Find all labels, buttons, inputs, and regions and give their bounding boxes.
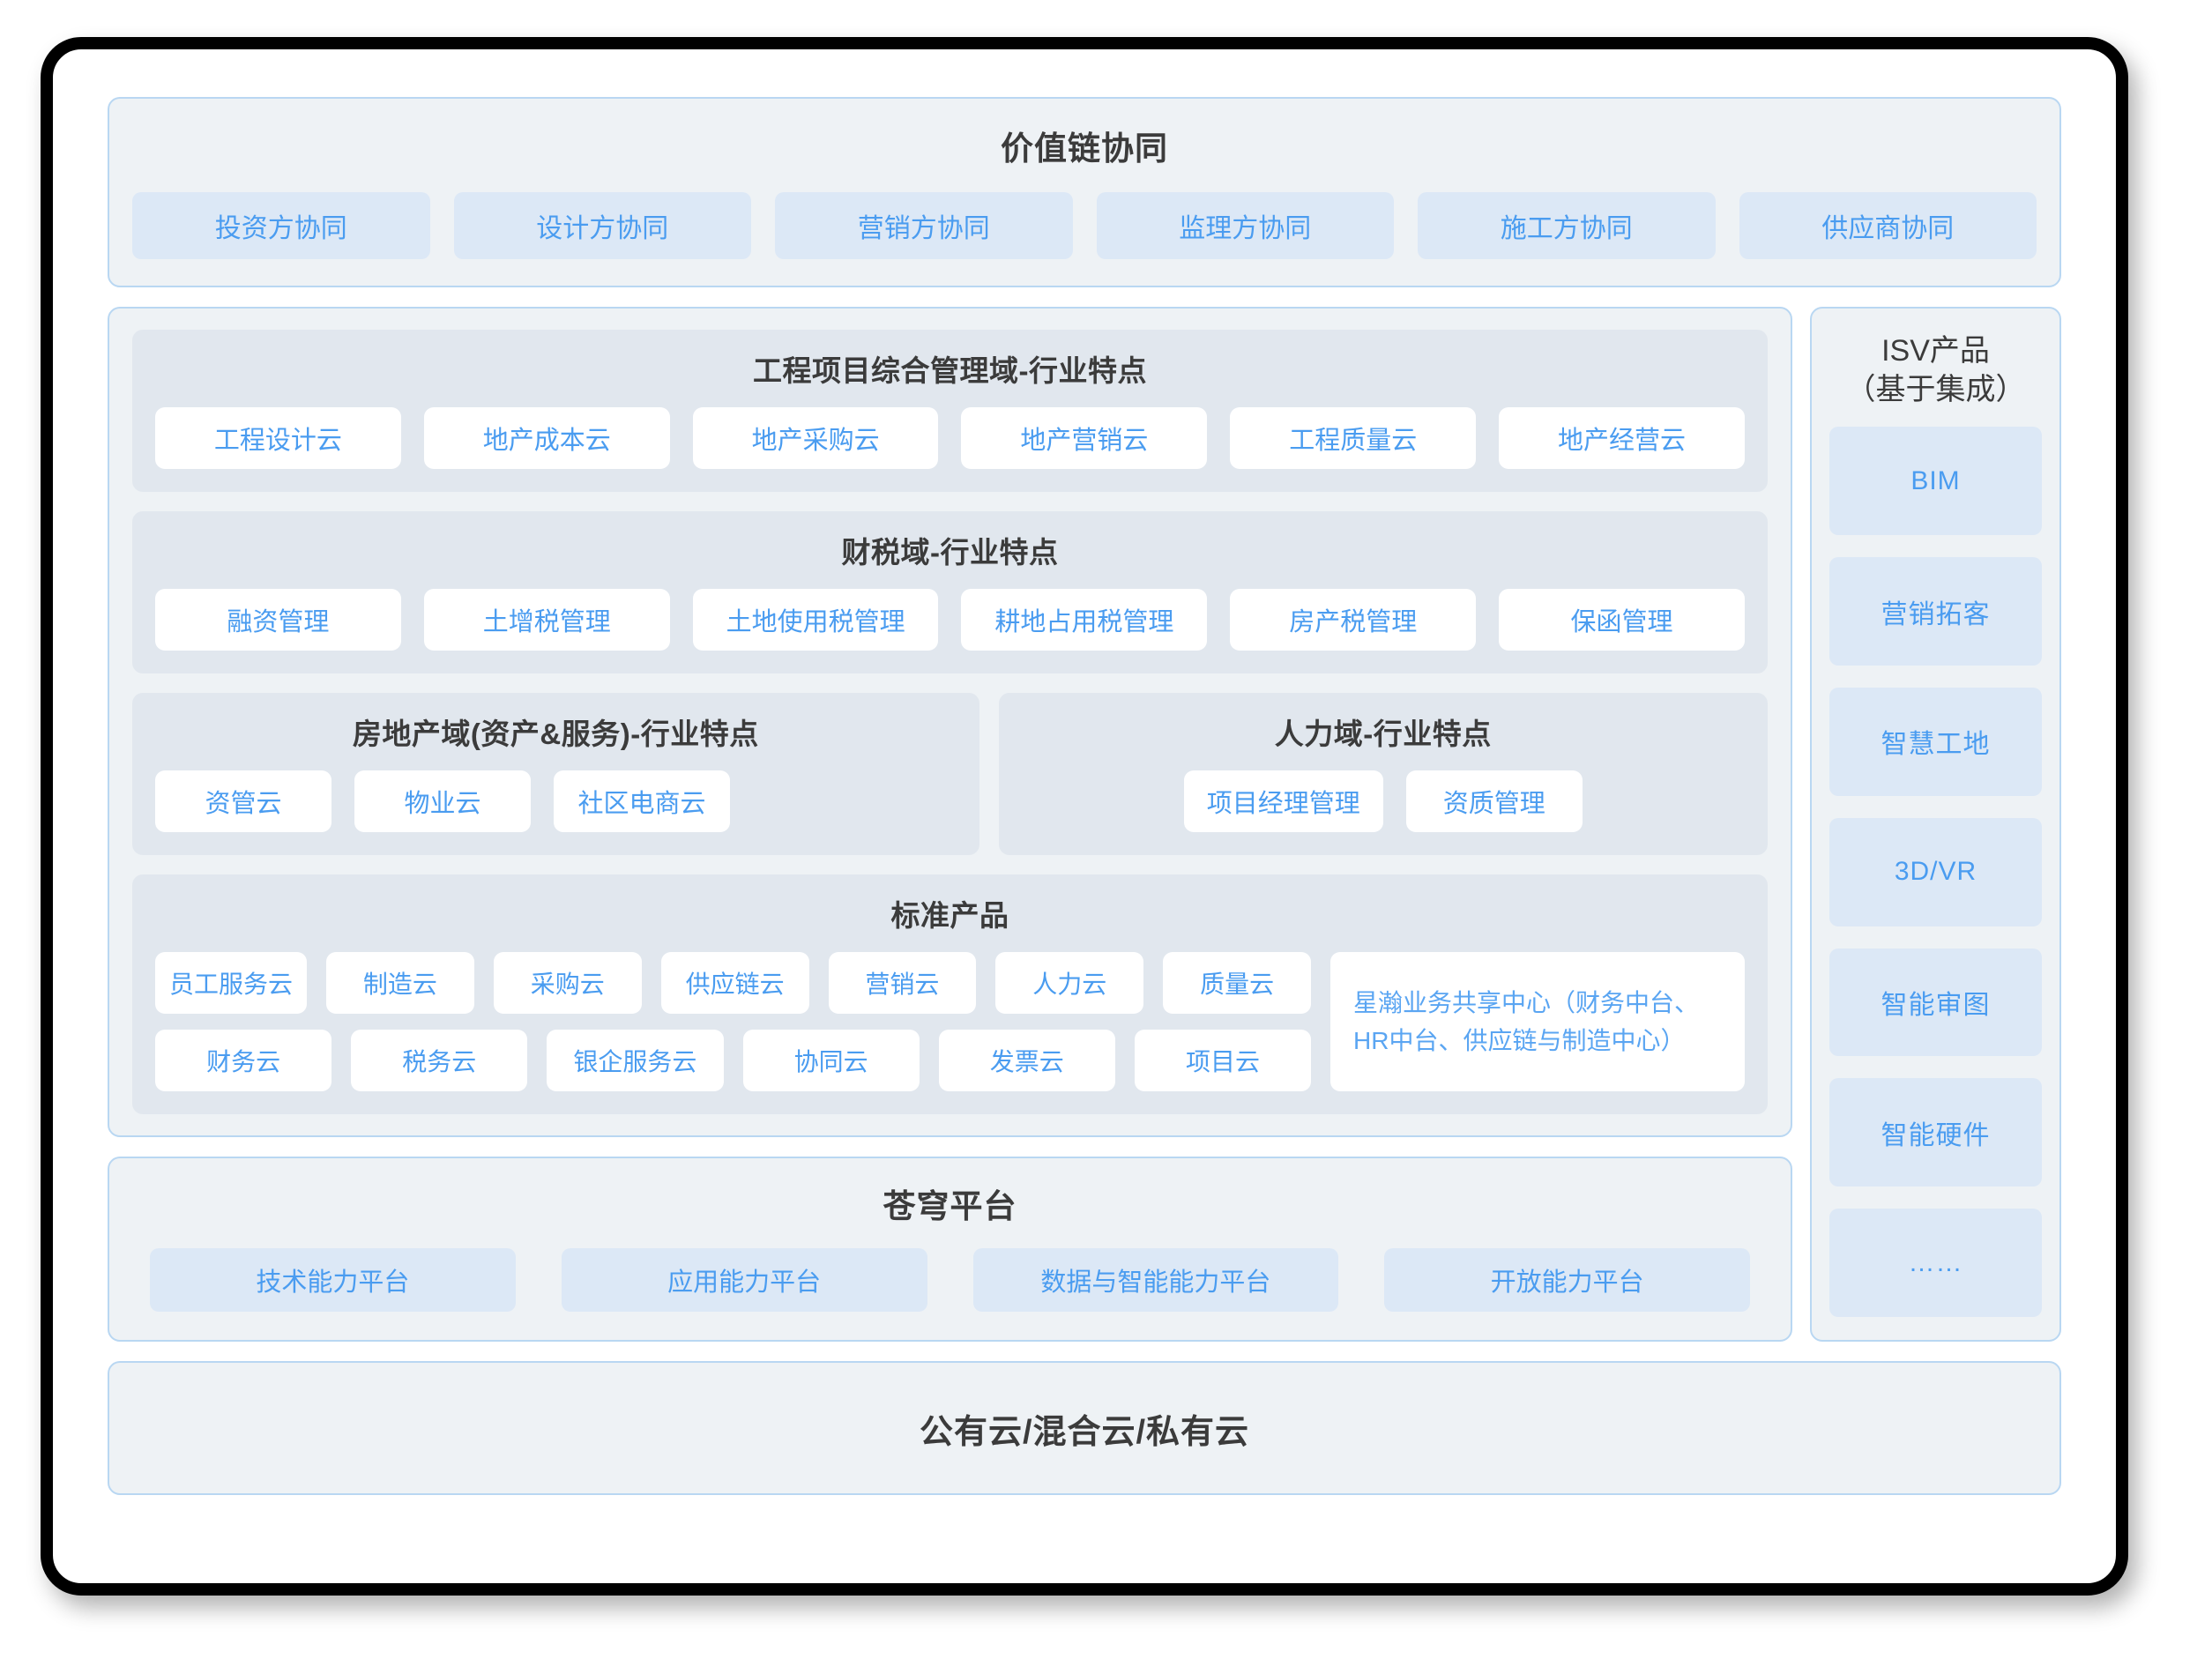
chip-property-cloud[interactable]: 物业云	[354, 770, 531, 832]
group-engineering-title: 工程项目综合管理域-行业特点	[753, 354, 1147, 387]
chip-marketing-cloud[interactable]: 营销云	[828, 952, 977, 1014]
isv-item-intelligent-drawing-review[interactable]: 智能审图	[1829, 948, 2042, 1057]
value-chain-panel: 价值链协同 投资方协同 设计方协同 营销方协同 监理方协同 施工方协同 供应商协…	[108, 97, 2061, 287]
group-human-resources-title: 人力域-行业特点	[1274, 718, 1492, 750]
chip-farmland-occupation-tax-management[interactable]: 耕地占用税管理	[961, 589, 1208, 651]
platform-item-application[interactable]: 应用能力平台	[561, 1248, 927, 1312]
platform-panel: 苍穹平台 技术能力平台 应用能力平台 数据与智能能力平台 开放能力平台	[108, 1157, 1792, 1342]
platform-title: 苍穹平台	[883, 1188, 1017, 1224]
chip-employee-service-cloud[interactable]: 员工服务云	[155, 952, 308, 1014]
chip-realestate-cost-cloud[interactable]: 地产成本云	[423, 407, 670, 469]
platform-row: 技术能力平台 应用能力平台 数据与智能能力平台 开放能力平台	[132, 1248, 1768, 1312]
value-chain-item-constructor[interactable]: 施工方协同	[1418, 192, 1716, 259]
chip-procurement-cloud[interactable]: 采购云	[493, 952, 642, 1014]
chip-shared-service-center[interactable]: 星瀚业务共享中心（财务中台、HR中台、供应链与制造中心）	[1330, 952, 1745, 1091]
value-chain-item-supplier[interactable]: 供应商协同	[1739, 192, 2037, 259]
group-standard-products: 标准产品 员工服务云 制造云 采购云 供应链云 营销云 人力云	[132, 874, 1768, 1114]
standard-products-row-1: 员工服务云 制造云 采购云 供应链云 营销云 人力云 质量云	[155, 952, 1311, 1014]
chip-land-vat-management[interactable]: 土增税管理	[423, 589, 670, 651]
isv-products-panel: ISV产品 （基于集成） BIM 营销拓客 智慧工地 3D/VR 智能审图 智能…	[1810, 307, 2061, 1342]
standard-products-row-2: 财务云 税务云 银企服务云 协同云 发票云 项目云	[155, 1030, 1312, 1091]
chip-property-tax-management[interactable]: 房产税管理	[1230, 589, 1477, 651]
standard-products-row: 员工服务云 制造云 采购云 供应链云 营销云 人力云 质量云 财务云	[155, 952, 1745, 1091]
isv-products-title-line2: （基于集成）	[1845, 373, 2026, 407]
group-engineering: 工程项目综合管理域-行业特点 工程设计云 地产成本云 地产采购云 地产营销云 工…	[132, 330, 1768, 492]
value-chain-item-designer[interactable]: 设计方协同	[453, 192, 751, 259]
middle-area: 工程项目综合管理域-行业特点 工程设计云 地产成本云 地产采购云 地产营销云 工…	[108, 307, 2061, 1342]
group-engineering-row: 工程设计云 地产成本云 地产采购云 地产营销云 工程质量云 地产经营云	[155, 407, 1745, 469]
chip-tax-cloud[interactable]: 税务云	[351, 1030, 528, 1091]
platform-item-open-capability[interactable]: 开放能力平台	[1384, 1248, 1750, 1312]
group-human-resources: 人力域-行业特点 项目经理管理 资质管理	[998, 693, 1768, 855]
chip-hr-cloud[interactable]: 人力云	[995, 952, 1144, 1014]
isv-products-title-line1: ISV产品	[1881, 334, 1990, 368]
isv-item-marketing-acquisition[interactable]: 营销拓客	[1829, 557, 2042, 666]
group-fiscal-tax-title: 财税域-行业特点	[841, 536, 1059, 569]
isv-products-title: ISV产品 （基于集成）	[1829, 331, 2042, 409]
chip-supply-chain-cloud[interactable]: 供应链云	[660, 952, 809, 1014]
chip-community-ecommerce-cloud[interactable]: 社区电商云	[554, 770, 730, 832]
value-chain-row: 投资方协同 设计方协同 营销方协同 监理方协同 施工方协同 供应商协同	[132, 192, 2037, 259]
business-domains-panel: 工程项目综合管理域-行业特点 工程设计云 地产成本云 地产采购云 地产营销云 工…	[108, 307, 1792, 1137]
value-chain-item-investor[interactable]: 投资方协同	[132, 192, 430, 259]
isv-item-bim[interactable]: BIM	[1829, 427, 2042, 536]
isv-item-ellipsis[interactable]: ……	[1829, 1209, 2042, 1317]
isv-item-smart-construction-site[interactable]: 智慧工地	[1829, 687, 2042, 796]
cloud-deployment-panel: 公有云/混合云/私有云	[108, 1361, 2061, 1495]
group-realestate: 房地产域(资产&服务)-行业特点 资管云 物业云 社区电商云	[132, 693, 979, 855]
chip-qualification-management[interactable]: 资质管理	[1405, 770, 1583, 832]
group-row-realestate-hr: 房地产域(资产&服务)-行业特点 资管云 物业云 社区电商云 人力域-行业特点 …	[132, 693, 1768, 855]
platform-item-data-intelligence[interactable]: 数据与智能能力平台	[972, 1248, 1339, 1312]
value-chain-title: 价值链协同	[1001, 130, 1168, 167]
isv-item-smart-hardware[interactable]: 智能硬件	[1829, 1078, 2042, 1187]
isv-item-3d-vr[interactable]: 3D/VR	[1829, 817, 2042, 926]
chip-manufacturing-cloud[interactable]: 制造云	[326, 952, 474, 1014]
chip-project-cloud[interactable]: 项目云	[1134, 1030, 1312, 1091]
cloud-deployment-title: 公有云/混合云/私有云	[919, 1413, 1250, 1451]
chip-collaboration-cloud[interactable]: 协同云	[742, 1030, 920, 1091]
chip-realestate-marketing-cloud[interactable]: 地产营销云	[961, 407, 1208, 469]
chip-engineering-quality-cloud[interactable]: 工程质量云	[1230, 407, 1477, 469]
chip-guarantee-letter-management[interactable]: 保函管理	[1499, 589, 1745, 651]
chip-land-use-tax-management[interactable]: 土地使用税管理	[692, 589, 939, 651]
chip-realestate-procurement-cloud[interactable]: 地产采购云	[692, 407, 939, 469]
chip-asset-management-cloud[interactable]: 资管云	[155, 770, 331, 832]
value-chain-item-supervisor[interactable]: 监理方协同	[1096, 192, 1394, 259]
standard-products-chips: 员工服务云 制造云 采购云 供应链云 营销云 人力云 质量云 财务云	[155, 952, 1312, 1091]
chip-financing-management[interactable]: 融资管理	[155, 589, 401, 651]
group-fiscal-tax-row: 融资管理 土增税管理 土地使用税管理 耕地占用税管理 房产税管理 保函管理	[155, 589, 1745, 651]
group-human-resources-row: 项目经理管理 资质管理	[1022, 770, 1745, 832]
isv-products-list: BIM 营销拓客 智慧工地 3D/VR 智能审图 智能硬件 ……	[1829, 427, 2042, 1317]
main-column: 工程项目综合管理域-行业特点 工程设计云 地产成本云 地产采购云 地产营销云 工…	[108, 307, 1792, 1342]
value-chain-item-marketing[interactable]: 营销方协同	[775, 192, 1073, 259]
chip-project-manager-management[interactable]: 项目经理管理	[1183, 770, 1383, 832]
group-realestate-title: 房地产域(资产&服务)-行业特点	[352, 718, 759, 750]
platform-item-technology[interactable]: 技术能力平台	[150, 1248, 516, 1312]
group-fiscal-tax: 财税域-行业特点 融资管理 土增税管理 土地使用税管理 耕地占用税管理 房产税管…	[132, 511, 1768, 673]
chip-invoice-cloud[interactable]: 发票云	[938, 1030, 1115, 1091]
chip-quality-cloud[interactable]: 质量云	[1163, 952, 1311, 1014]
group-realestate-row: 资管云 物业云 社区电商云	[155, 770, 957, 832]
architecture-diagram: 价值链协同 投资方协同 设计方协同 营销方协同 监理方协同 施工方协同 供应商协…	[53, 49, 2116, 1583]
chip-finance-cloud[interactable]: 财务云	[155, 1030, 332, 1091]
device-frame: 价值链协同 投资方协同 设计方协同 营销方协同 监理方协同 施工方协同 供应商协…	[41, 37, 2128, 1596]
chip-engineering-design-cloud[interactable]: 工程设计云	[155, 407, 401, 469]
group-standard-products-title: 标准产品	[890, 899, 1009, 932]
chip-realestate-operation-cloud[interactable]: 地产经营云	[1499, 407, 1745, 469]
chip-bank-enterprise-service-cloud[interactable]: 银企服务云	[547, 1030, 724, 1091]
